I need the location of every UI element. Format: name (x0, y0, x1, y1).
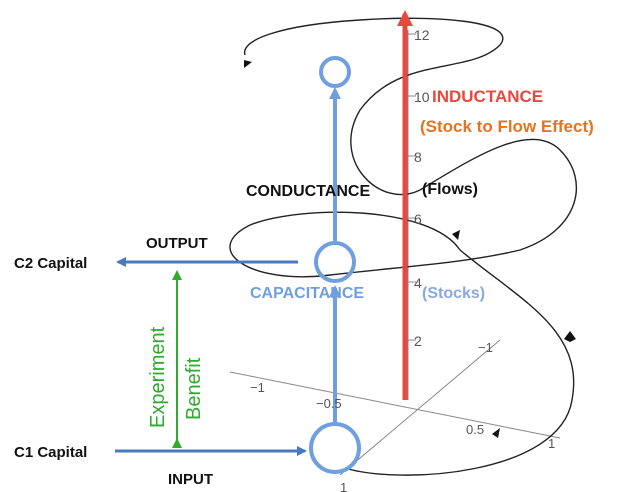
c2-capital-label: C2 Capital (14, 255, 87, 272)
z-tick-label: 4 (414, 275, 422, 291)
z-tick-label: 12 (414, 27, 430, 43)
x-axis-line (229, 371, 561, 439)
z-tick-label: 10 (414, 89, 430, 105)
y-tick-label: −1 (478, 340, 493, 355)
z-tick-labels: 2 4 6 8 10 12 (414, 27, 430, 349)
conductance-label: CONDUCTANCE (246, 183, 370, 200)
stock-circle-bottom (309, 422, 361, 474)
y-tick-label: 1 (340, 480, 347, 492)
x-tick-label: −0.5 (316, 396, 342, 411)
output-label: OUTPUT (146, 235, 208, 252)
inductance-label: INDUCTANCE (432, 87, 543, 106)
stocks-label: (Stocks) (422, 285, 485, 302)
z-tick-label: 2 (414, 333, 422, 349)
x-tick-label: 1 (548, 436, 555, 451)
stock-circle-top (319, 56, 351, 88)
axes-3d (229, 30, 561, 476)
inductance-subtitle: (Stock to Flow Effect) (420, 117, 594, 136)
input-label: INPUT (168, 471, 213, 488)
spiral-trajectory (229, 17, 577, 476)
spiral-direction-markers (244, 60, 576, 438)
benefit-label: Benefit (183, 357, 205, 420)
z-tick-label: 8 (414, 149, 422, 165)
experiment-label: Experiment (147, 326, 169, 428)
c1-capital-label: C1 Capital (14, 444, 87, 461)
x-tick-label: 0.5 (466, 422, 484, 437)
flows-label: (Flows) (422, 181, 478, 198)
z-tick-label: 6 (414, 211, 422, 227)
xy-tick-labels: −1 −0.5 0.5 1 −1 1 (250, 340, 555, 492)
stock-circle-middle (314, 241, 356, 283)
y-axis-line (339, 339, 501, 476)
x-tick-label: −1 (250, 380, 265, 395)
capacitance-label: CAPACITANCE (250, 285, 364, 302)
